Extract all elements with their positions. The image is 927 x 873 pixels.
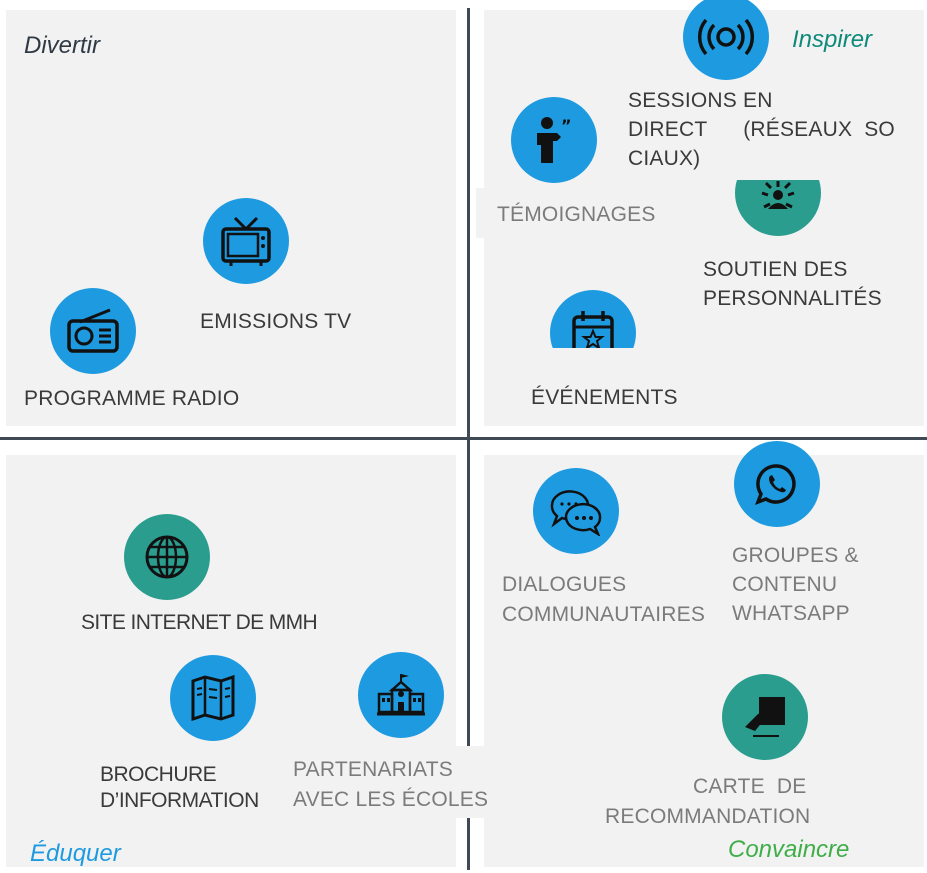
quadrant-title-eduquer: Éduquer	[30, 840, 121, 867]
schools-label-line2: AVEC LES ÉCOLES	[293, 788, 489, 811]
celebrities-label-line2: PERSONNALITÉS	[703, 287, 882, 310]
brochure-label-line1: BROCHURE	[100, 763, 217, 786]
whatsapp-label-line2: CONTENU	[732, 573, 838, 596]
brochure-label-line2: D’INFORMATION	[100, 789, 259, 812]
live-label-line1: SESSIONS EN	[628, 89, 773, 112]
card-label-line2: RECOMMANDATION	[605, 805, 811, 824]
whatsapp-label-line1: GROUPES &	[732, 544, 859, 567]
map-brochure-icon	[170, 655, 256, 741]
whatsapp-label-box	[720, 530, 920, 634]
radio-label: PROGRAMME RADIO	[24, 387, 240, 410]
brochure-label-box	[88, 748, 278, 820]
horizontal-divider	[0, 437, 927, 440]
website-label: SITE INTERNET DE MMH	[81, 611, 318, 634]
calendar-star-icon	[550, 290, 636, 350]
tv-label-box	[182, 294, 412, 344]
schools-label-box	[278, 746, 508, 818]
testimonials-label: TÉMOIGNAGES	[497, 203, 656, 226]
card-label-box	[584, 766, 884, 830]
quadrant-title-inspirer: Inspirer	[792, 26, 873, 53]
hand-card-icon	[722, 674, 808, 760]
tv-icon	[203, 198, 289, 284]
live-label-line2: DIRECT (RÉSEAUX SO	[628, 118, 895, 141]
school-icon	[358, 652, 444, 738]
dialogues-label-box	[484, 560, 720, 636]
broadcast-icon	[683, 0, 769, 80]
globe-icon	[124, 514, 210, 600]
chat-bubbles-icon	[533, 468, 619, 554]
schools-label-line1: PARTENARIATS	[293, 758, 453, 781]
radio-label-box	[8, 374, 304, 422]
radio-icon	[50, 288, 136, 374]
live-label-line3: CIAUX)	[628, 147, 701, 170]
testimonials-label-box	[476, 188, 696, 238]
card-label-line1: CARTE DE	[693, 775, 807, 798]
quadrant-title-convaincre: Convaincre	[728, 836, 850, 863]
live-label-box	[618, 82, 916, 180]
celebrities-label-box	[690, 247, 920, 321]
dialogues-label-line1: DIALOGUES	[502, 573, 627, 596]
whatsapp-icon	[734, 441, 820, 527]
svg-text:”: ”	[561, 116, 572, 135]
dialogues-label-line2: COMMUNAUTAIRES	[502, 603, 706, 626]
quadrant-title-divertir: Divertir	[24, 32, 100, 59]
website-label-box	[62, 600, 358, 648]
tv-label: EMISSIONS TV	[200, 310, 352, 333]
whatsapp-label-line3: WHATSAPP	[732, 602, 850, 625]
events-label: ÉVÉNEMENTS	[531, 386, 678, 409]
speaker-quote-icon: ”	[511, 97, 597, 183]
celebrities-label-line1: SOUTIEN DES	[703, 258, 848, 281]
events-label-box	[512, 348, 742, 418]
